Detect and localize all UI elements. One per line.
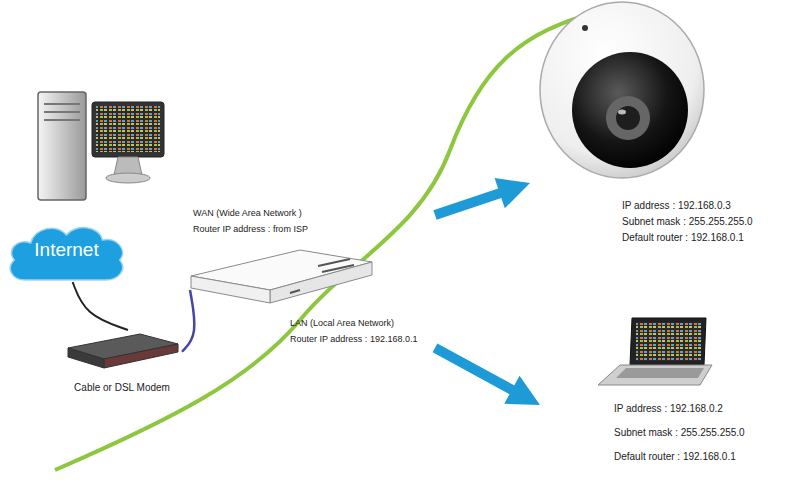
- camera-lens: [616, 106, 640, 130]
- ip-setting: IP address : 192.168.0.2: [614, 403, 723, 415]
- arrow-head: [495, 178, 530, 208]
- router-buttons: [318, 259, 350, 266]
- connector: [73, 282, 128, 330]
- arrow-head: [504, 376, 540, 405]
- connector-line: [73, 282, 128, 330]
- laptop-lid: [630, 318, 706, 365]
- network-boundary-curve: [55, 12, 600, 470]
- camera-node: IP address : 192.168.0.3Subnet mask : 25…: [530, 0, 780, 252]
- laptop-node: IP address : 192.168.0.2Subnet mask : 25…: [540, 312, 775, 470]
- ip-setting: IP address : 192.168.0.3: [622, 200, 731, 212]
- monitor-screen: [96, 106, 160, 152]
- monitor-stand: [114, 157, 142, 175]
- internet-cloud: Internet: [5, 222, 128, 282]
- laptop-base: [598, 365, 712, 385]
- router-device: [191, 250, 372, 303]
- connector: [182, 290, 194, 352]
- drive-slot: [44, 103, 80, 105]
- camera-housing: [540, 2, 704, 178]
- router-led: [290, 290, 300, 293]
- connector: [435, 348, 540, 405]
- monitor-frame: [92, 102, 164, 157]
- network-label: Router IP address : 192.168.0.1: [290, 334, 417, 344]
- ip-setting: Default router : 192.168.0.1: [614, 451, 736, 463]
- ip-setting: Subnet mask : 255.255.255.0: [622, 216, 753, 228]
- drive-slot: [44, 119, 80, 121]
- camera-logo-mark: [582, 25, 588, 31]
- camera-dome: [572, 52, 688, 168]
- connector-line: [182, 290, 194, 352]
- lens-highlight: [618, 110, 626, 115]
- modem-side: [68, 348, 104, 368]
- cloud-label: Internet: [5, 239, 128, 261]
- ip-setting: Default router : 192.168.0.1: [622, 232, 744, 244]
- computer-tower: [38, 92, 86, 200]
- drive-slot: [44, 111, 80, 113]
- laptop-screen: [636, 322, 701, 361]
- router-front: [270, 262, 372, 303]
- connector: [435, 178, 530, 215]
- desktop-computer: [38, 92, 164, 200]
- camera-lens-ring: [606, 96, 650, 140]
- router-side: [191, 276, 270, 303]
- laptop-computer: [598, 318, 712, 385]
- laptop-keyboard: [616, 368, 704, 378]
- connector-line: [435, 192, 503, 215]
- dome-camera: [540, 2, 704, 178]
- cable-modem: [68, 334, 178, 368]
- modem-front: [104, 344, 178, 368]
- ip-setting: Subnet mask : 255.255.255.0: [614, 427, 745, 439]
- connector-line: [435, 348, 515, 392]
- device-label: Cable or DSL Modem: [62, 382, 182, 394]
- network-label: WAN (Wide Area Network ): [193, 208, 302, 218]
- router-buttons: [322, 265, 354, 272]
- modem-node: Cable or DSL Modem: [62, 330, 182, 398]
- router-node: WAN (Wide Area Network ) Router IP addres…: [190, 205, 435, 355]
- network-label: Router IP address : from ISP: [193, 224, 308, 234]
- monitor-base: [106, 173, 150, 183]
- network-label: LAN (Local Area Network): [290, 318, 394, 328]
